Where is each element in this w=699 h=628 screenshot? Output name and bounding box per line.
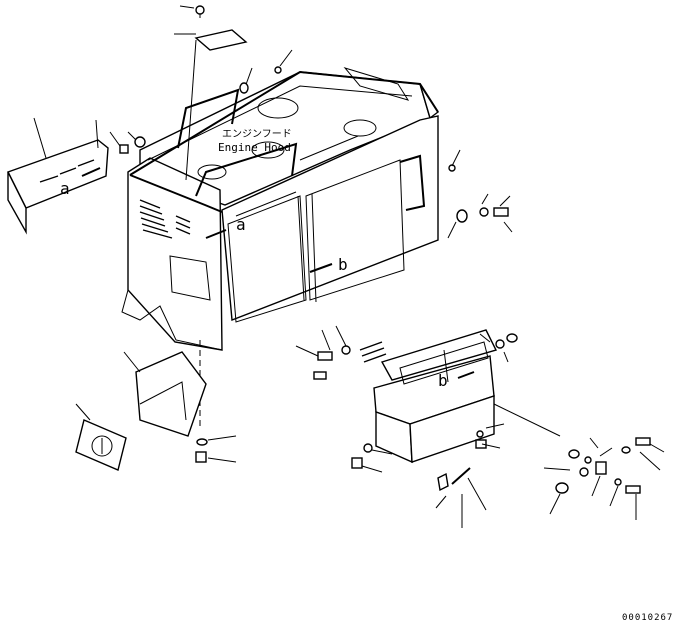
tool-box xyxy=(359,329,498,464)
fasteners-left-panel xyxy=(81,131,146,177)
letter-a-left: a xyxy=(60,179,70,198)
side-cover-panel-left xyxy=(7,117,109,235)
hood-label-jp: エンジンフード xyxy=(222,129,292,140)
arrow-b xyxy=(309,263,333,273)
gauge-plate xyxy=(75,403,127,471)
louver-grille xyxy=(139,199,191,239)
fasteners-tool-box xyxy=(295,325,561,473)
engine-hood xyxy=(121,67,439,351)
arrow-b-box xyxy=(457,371,475,379)
cover-bracket xyxy=(123,351,207,437)
latch-hardware-right xyxy=(543,437,665,520)
hood-label-en: Engine Hood xyxy=(218,141,291,154)
letter-b-box: b xyxy=(438,371,448,390)
letter-b-side: b xyxy=(338,255,348,274)
fasteners-side-door xyxy=(447,193,513,239)
top-cover-plate xyxy=(174,5,248,181)
figure-reference: 00010267 xyxy=(622,613,673,623)
letter-a-hood: a xyxy=(236,215,246,234)
fasteners-bracket xyxy=(195,435,237,463)
arrow-a xyxy=(205,229,227,239)
hood-callouts xyxy=(239,49,461,172)
latch-parts xyxy=(435,467,487,528)
